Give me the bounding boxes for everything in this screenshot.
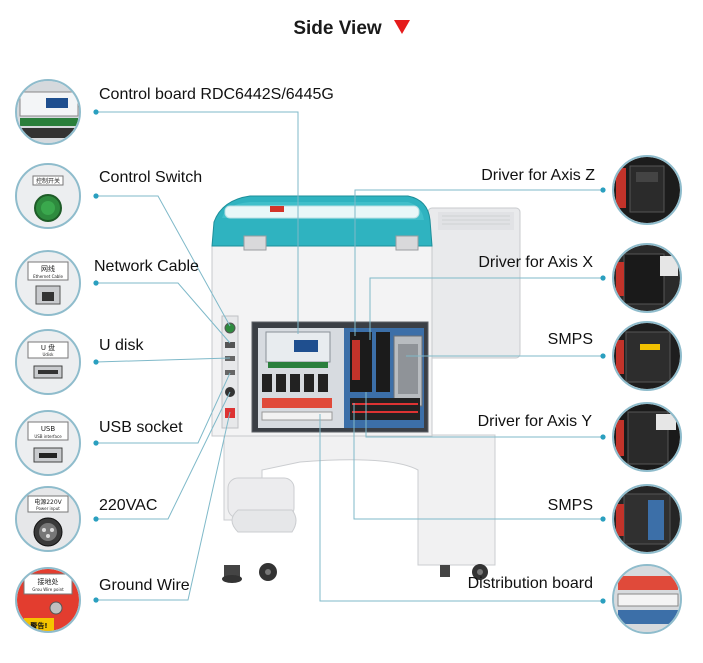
machine-stand xyxy=(223,434,496,566)
label-220vac: 220VAC xyxy=(99,497,158,514)
thumb-usb-socket: USB USB interface xyxy=(15,410,81,476)
ground-terminal-icon xyxy=(15,567,81,633)
page-title: Side View xyxy=(0,18,703,40)
ethernet-port-icon xyxy=(15,250,81,316)
power-socket-icon xyxy=(15,486,81,552)
usb-disk-port-icon xyxy=(15,329,81,395)
driver-z-icon xyxy=(612,155,682,225)
label-driver-axis-y: Driver for Axis Y xyxy=(477,413,592,430)
label-control-switch: Control Switch xyxy=(99,169,203,186)
lid-handle xyxy=(224,205,420,219)
thumb-driver-x xyxy=(612,243,682,313)
thumb-control-board xyxy=(15,79,81,145)
thumb-network-cable: 网线 Ethernet Cable xyxy=(15,250,81,316)
driver-y-icon xyxy=(612,402,682,472)
usb-socket-icon xyxy=(15,410,81,476)
thumb-control-switch: 控制开关 xyxy=(15,163,81,229)
label-driver-axis-z: Driver for Axis Z xyxy=(481,167,595,184)
control-board-icon xyxy=(15,79,81,145)
network-tag-text: 网线 xyxy=(41,264,55,273)
thumb-u-disk: U 盘 Udisk xyxy=(15,329,81,395)
rear-vent xyxy=(438,212,514,230)
title-text: Side View xyxy=(293,18,382,39)
rear-cabinet xyxy=(427,207,521,359)
leader-dots xyxy=(93,109,606,604)
smps-icon xyxy=(612,484,682,554)
smps-icon xyxy=(612,321,682,391)
thumb-smps-1 xyxy=(612,321,682,391)
usb-tag-sub: USB interface xyxy=(34,434,62,439)
label-usb-socket: USB socket xyxy=(99,419,183,436)
power-tag-text: 电源220V xyxy=(34,498,62,506)
label-u-disk: U disk xyxy=(99,337,144,354)
driver-x-icon xyxy=(612,243,682,313)
label-smps-2: SMPS xyxy=(547,497,593,514)
thumb-driver-y xyxy=(612,402,682,472)
udisk-tag-text: U 盘 xyxy=(41,343,55,352)
label-network-cable: Network Cable xyxy=(94,258,199,275)
thumb-smps-2 xyxy=(612,484,682,554)
caster-wheels xyxy=(222,563,488,583)
switch-tag-text: 控制开关 xyxy=(36,177,60,185)
laser-machine xyxy=(211,195,521,583)
down-triangle-icon xyxy=(393,19,410,34)
label-control-board: Control board RDC6442S/6445G xyxy=(99,86,334,103)
leader-lines xyxy=(95,111,603,602)
warning-tag-text: 警告! xyxy=(30,621,47,630)
network-tag-sub: Ethernet Cable xyxy=(33,274,63,279)
label-distribution-board: Distribution board xyxy=(467,575,593,592)
usb-tag-text: USB xyxy=(41,425,56,433)
label-driver-axis-x: Driver for Axis X xyxy=(478,254,593,271)
thumb-driver-z xyxy=(612,155,682,225)
ground-tag-sub: Grou Wire point xyxy=(32,587,64,592)
label-smps-1: SMPS xyxy=(547,331,593,348)
green-switch-icon xyxy=(15,163,81,229)
label-ground-wire: Ground Wire xyxy=(99,577,190,594)
udisk-tag-sub: Udisk xyxy=(43,352,55,357)
distribution-board-icon xyxy=(612,564,682,634)
thumb-ground-wire: 接地处 Grou Wire point 警告! xyxy=(15,567,81,633)
thumb-power-socket: 电源220V Power input xyxy=(15,486,81,552)
thumb-distribution-board xyxy=(612,564,682,634)
ground-tag-text: 接地处 xyxy=(38,577,59,586)
power-tag-sub: Power input xyxy=(36,506,60,511)
